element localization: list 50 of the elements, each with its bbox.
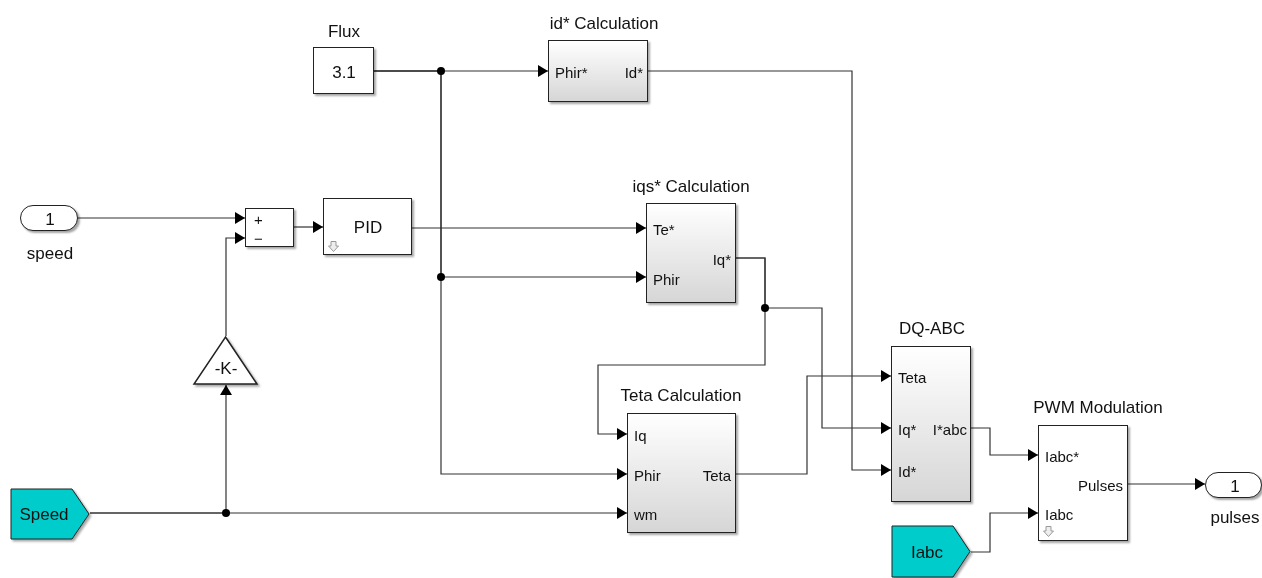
port-label: Phir [653,271,680,287]
port-label: Iq [634,427,647,443]
block-title: iqs* Calculation [632,177,750,195]
arrow [647,70,892,476]
block-title: Flux [327,22,361,40]
port-label: Teta [898,369,927,385]
block-title: DQ-ABC [898,319,966,337]
block-title: Teta Calculation [620,386,742,404]
sum-block [245,208,294,247]
port-label: Iq* [898,421,917,437]
sign-label: − [254,230,263,246]
arrow [597,257,766,440]
port-label: Iabc [1045,506,1074,522]
port-label: Iq* [712,251,731,267]
from-tag [891,525,971,578]
port-label: Phir [634,467,661,483]
port-label: Pulses [1077,477,1123,493]
port-label: I*abc [932,421,967,437]
block-title: PWM Modulation [1033,398,1163,416]
arrow [89,384,232,514]
constant-value: 3.1 [332,63,356,81]
arrow [970,427,1039,461]
port-name: speed [26,244,74,262]
arrow [77,212,246,224]
port-name: pulses [1210,508,1260,526]
arrow [373,70,628,480]
arrow [293,221,324,233]
from-tag [10,488,90,540]
port-label: Id* [624,64,643,80]
port-label: Phir* [555,64,588,80]
arrow [1127,478,1206,490]
block-title: id* Calculation [549,14,659,32]
arrow [225,232,246,337]
arrow [411,222,647,234]
arrow [735,370,892,475]
pid-block [323,198,412,255]
port-label: Teta [702,467,731,483]
block-label: Speed [19,505,69,523]
port-label: Iabc* [1045,448,1080,464]
arrow [970,507,1039,553]
block-label: 1 [45,210,55,228]
port-label: Te* [653,221,675,237]
block-label: Iabc [910,543,944,561]
port-label: Id* [898,463,917,479]
block-label: PID [353,218,383,236]
gain-block [193,336,258,385]
block-label: -K- [214,359,238,377]
sign-label: + [254,211,263,227]
port-label: wm [634,506,658,522]
block-label: 1 [1230,477,1240,495]
